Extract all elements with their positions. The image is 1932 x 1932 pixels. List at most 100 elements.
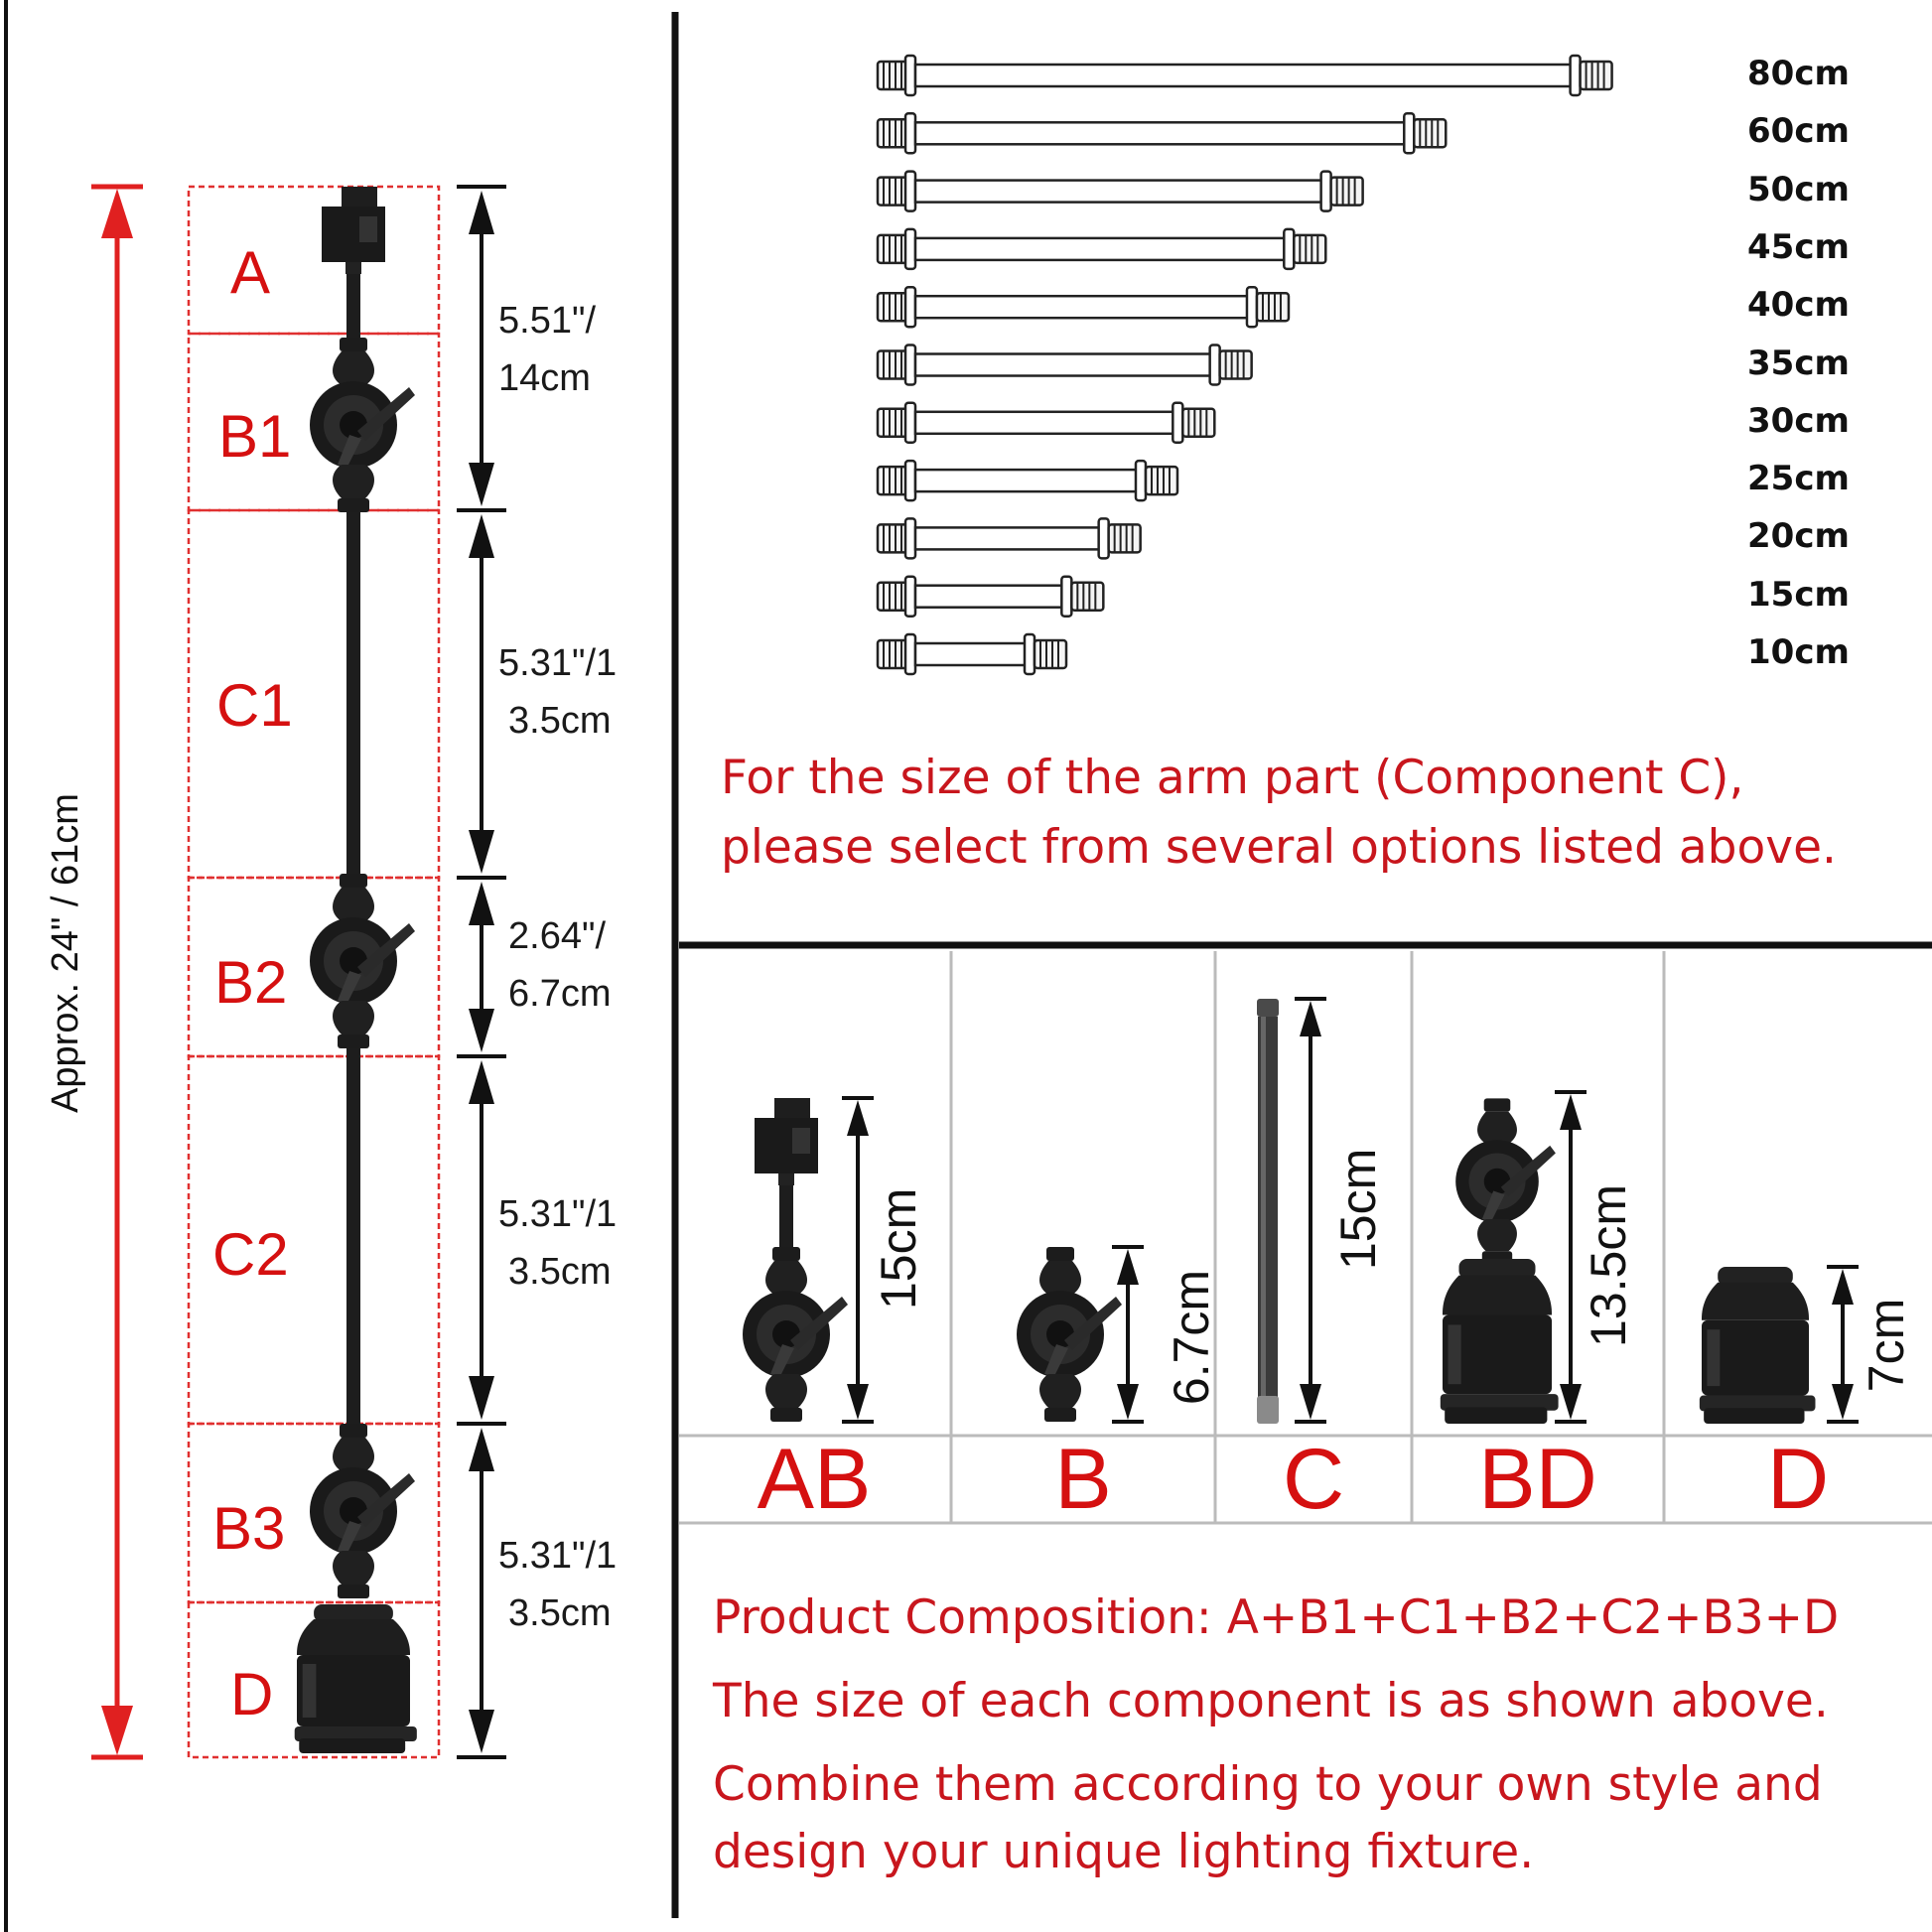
swivel-bottom-cap — [338, 498, 369, 512]
swivel-knob — [357, 387, 415, 441]
arm-note-line-2: please select from several options liste… — [721, 820, 1837, 875]
component-label-c1: C1 — [216, 672, 293, 739]
b-dimension — [1112, 1245, 1144, 1424]
swivel-handle — [1044, 1344, 1068, 1376]
rod-left-thread — [876, 118, 909, 149]
socket-body — [297, 1655, 410, 1726]
socket-base — [299, 1738, 406, 1753]
swivel-knob — [357, 923, 415, 977]
socket-ring — [1440, 1394, 1559, 1411]
rod-right-collar — [1134, 459, 1148, 502]
socket-shoulder — [1443, 1275, 1552, 1315]
rod-left-collar — [903, 517, 917, 560]
dimension-a-b1: 5.51"/14cm — [498, 300, 597, 399]
c-rod-top — [1257, 999, 1279, 1017]
rod-80cm — [876, 54, 1613, 97]
dimension-arrow — [469, 1009, 494, 1052]
dimension-b2: 2.64"/6.7cm — [508, 915, 612, 1015]
rod-left-thread — [876, 638, 909, 670]
adapter-slot — [359, 216, 377, 242]
rod-right-collar — [1245, 285, 1259, 329]
swivel-bottom-cap — [770, 1408, 802, 1422]
swivel-top-cap — [1483, 1098, 1511, 1112]
socket-body — [1443, 1314, 1552, 1395]
rod-right-thread — [1181, 407, 1216, 439]
swivel-lower-neck — [333, 1001, 374, 1035]
part-bd-size: 13.5cm — [1581, 1184, 1636, 1347]
socket-shoulder — [297, 1619, 410, 1655]
component-label-b2: B2 — [214, 949, 288, 1016]
rod-left-thread — [876, 523, 909, 554]
rod-left-collar — [903, 632, 917, 676]
d-dimension — [1827, 1265, 1859, 1424]
rod-50cm — [876, 170, 1364, 212]
adapter-clip — [774, 1098, 810, 1118]
swivel-lower-neck — [1477, 1219, 1517, 1252]
arrow — [847, 1384, 869, 1420]
rod-right-thread — [1218, 349, 1253, 380]
part-label-b: B — [1054, 1432, 1112, 1527]
swivel-upper-neck — [333, 351, 374, 385]
rod-length-label-35cm: 35cm — [1747, 343, 1850, 383]
swivel-bottom-cap — [1044, 1408, 1076, 1422]
ab-dimension — [842, 1096, 874, 1424]
swivel-handle — [338, 1521, 361, 1553]
rod-c2 — [346, 1048, 360, 1428]
component-label-a: A — [230, 239, 271, 306]
c-rod-shine — [1261, 1017, 1266, 1400]
rod-right-collar — [1569, 54, 1582, 97]
dimension-arrow — [469, 830, 494, 874]
arm-note-line-1: For the size of the arm part (Component … — [721, 751, 1744, 805]
swivel-knob — [790, 1297, 848, 1350]
part-label-d: D — [1766, 1432, 1830, 1527]
rod-right-collar — [1283, 227, 1296, 271]
swivel-lower-neck — [1039, 1374, 1081, 1408]
rod-left-thread — [876, 60, 909, 91]
swivel-top-cap — [772, 1247, 800, 1261]
swivel-bottom-cap — [338, 1585, 369, 1598]
adapter-neck — [778, 1173, 794, 1185]
composition-line-4: design your unique lighting fixture. — [713, 1825, 1535, 1879]
swivel-upper-neck — [1477, 1111, 1517, 1144]
arrow — [1300, 1001, 1321, 1036]
rod-length-label-40cm: 40cm — [1747, 285, 1850, 326]
rod-right-thread — [1144, 465, 1179, 496]
c-dimension — [1295, 997, 1326, 1424]
rod-tube — [913, 468, 1140, 493]
swivel-handle — [338, 435, 361, 467]
rod-60cm — [876, 112, 1448, 155]
rod-45cm — [876, 227, 1327, 271]
composition-line-2: The size of each component is as shown a… — [713, 1674, 1829, 1728]
socket-cap — [1458, 1259, 1536, 1279]
total-height-dimension — [91, 184, 143, 1760]
part-b-size: 6.7cm — [1164, 1269, 1219, 1406]
part-c-size: 15cm — [1330, 1148, 1386, 1270]
swivel-handle — [1481, 1190, 1505, 1221]
rod-35cm — [876, 344, 1253, 386]
arrow — [1560, 1094, 1582, 1130]
rod-tube — [913, 236, 1288, 262]
socket-highlight — [1707, 1329, 1721, 1387]
rod-tube — [913, 410, 1176, 436]
part-drawings — [743, 997, 1859, 1424]
rod-40cm — [876, 285, 1291, 329]
rod-right-collar — [1208, 344, 1221, 386]
rod-30cm — [876, 401, 1216, 445]
ab-stem — [779, 1185, 793, 1247]
swivel-upper-neck — [1039, 1261, 1081, 1295]
dimension-arrow — [469, 1060, 494, 1104]
stem-a — [346, 274, 360, 344]
bd-dimension — [1555, 1090, 1587, 1424]
part-label-c: C — [1282, 1432, 1345, 1527]
rod-right-thread — [1033, 638, 1068, 670]
dimension-arrow — [469, 1710, 494, 1753]
rod-right-thread — [1255, 291, 1291, 323]
rod-left-collar — [903, 459, 917, 502]
rod-left-collar — [903, 112, 917, 155]
rod-left-collar — [903, 54, 917, 97]
swivel-top-cap — [340, 1424, 367, 1438]
socket-shoulder — [1702, 1282, 1809, 1320]
rod-tube — [913, 179, 1324, 204]
rod-tube — [913, 63, 1574, 88]
